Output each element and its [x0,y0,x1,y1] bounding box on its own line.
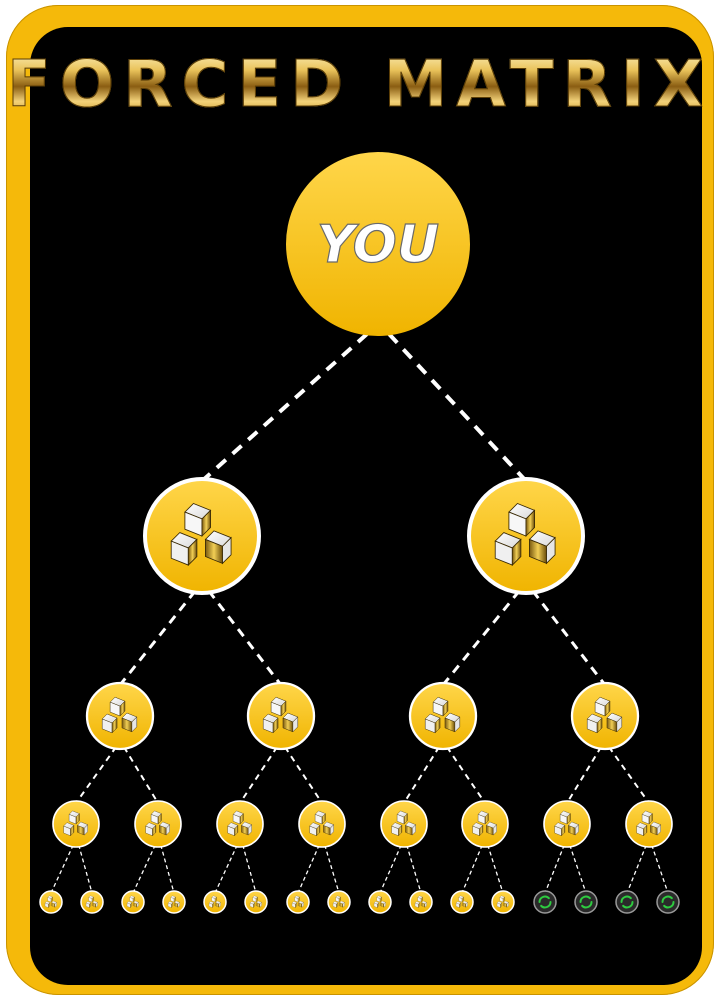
connector-line [207,590,283,686]
node-circle [656,890,680,914]
matrix-node[interactable] [203,890,227,914]
connector-line [626,844,647,894]
root-label-you: YOU [317,215,439,275]
connector-line [78,844,93,894]
matrix-node[interactable] [467,477,585,595]
node-circle [533,890,557,914]
connector-line [487,844,504,894]
recycle-icon [620,895,634,909]
connector-line [441,590,521,686]
connector-line [123,746,159,804]
connector-line [160,844,175,894]
connector-line [324,844,340,894]
node-you[interactable] [286,152,470,336]
matrix-node[interactable] [162,890,186,914]
matrix-node[interactable] [39,890,63,914]
matrix-node[interactable] [625,800,673,848]
matrix-node[interactable] [85,681,155,751]
empty-matrix-node[interactable] [656,890,680,914]
connector-line [379,844,402,894]
connector-line [651,844,669,894]
recycle-icon [538,895,552,909]
matrix-node[interactable] [409,890,433,914]
connector-line [50,844,74,894]
empty-matrix-node[interactable] [574,890,598,914]
connector-line [531,590,607,686]
connector-line [214,844,238,894]
connector-line [569,844,587,894]
connector-line [242,844,257,894]
matrix-node[interactable] [450,890,474,914]
matrix-node[interactable] [80,890,104,914]
matrix-node[interactable] [52,800,100,848]
matrix-node[interactable] [121,890,145,914]
connector-line [403,746,440,804]
connector-line [239,746,278,804]
node-circle [615,890,639,914]
connector-line [608,746,650,804]
matrix-node[interactable] [216,800,264,848]
connector-line [284,746,323,804]
connector-line [461,844,483,894]
matrix-node[interactable] [143,477,261,595]
empty-matrix-node[interactable] [615,890,639,914]
matrix-node[interactable] [327,890,351,914]
matrix-node[interactable] [246,681,316,751]
recycle-icon [661,895,675,909]
matrix-node[interactable] [570,681,640,751]
matrix-node[interactable] [491,890,515,914]
matrix-node[interactable] [286,890,310,914]
node-circle [286,152,470,336]
matrix-node[interactable] [298,800,346,848]
matrix-node[interactable] [380,800,428,848]
matrix-node[interactable] [244,890,268,914]
connector-line [297,844,320,894]
connector-line [446,746,486,804]
connector-line [132,844,156,894]
connector-line [544,844,565,894]
connector-line [406,844,422,894]
matrix-node[interactable] [408,681,478,751]
node-circle [574,890,598,914]
page-title: FORCED MATRIX [0,48,719,123]
matrix-node[interactable] [461,800,509,848]
matrix-node[interactable] [134,800,182,848]
matrix-node[interactable] [368,890,392,914]
connector-line [118,590,197,686]
connector-line [566,746,602,804]
recycle-icon [579,895,593,909]
connector-line [75,746,117,804]
empty-matrix-node[interactable] [533,890,557,914]
connector-line [387,332,528,483]
connector-line [200,332,369,483]
matrix-node[interactable] [543,800,591,848]
